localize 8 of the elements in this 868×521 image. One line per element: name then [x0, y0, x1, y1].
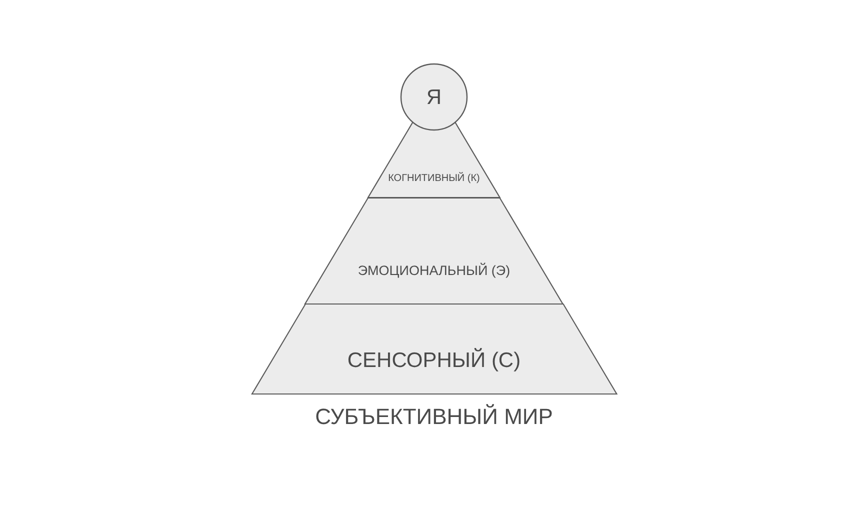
- pyramid-tier: [252, 304, 616, 394]
- caption: СУБЪЕКТИВНЫЙ МИР: [315, 406, 553, 428]
- node-label: Я: [426, 86, 442, 108]
- tier-label: ЭМОЦИОНАЛЬНЫЙ (Э): [358, 264, 510, 278]
- tier-label: СЕНСОРНЫЙ (С): [347, 350, 521, 370]
- pyramid-tier: [368, 122, 500, 198]
- tier-label: КОГНИТИВНЫЙ (К): [388, 174, 480, 184]
- circle-node: [400, 63, 468, 131]
